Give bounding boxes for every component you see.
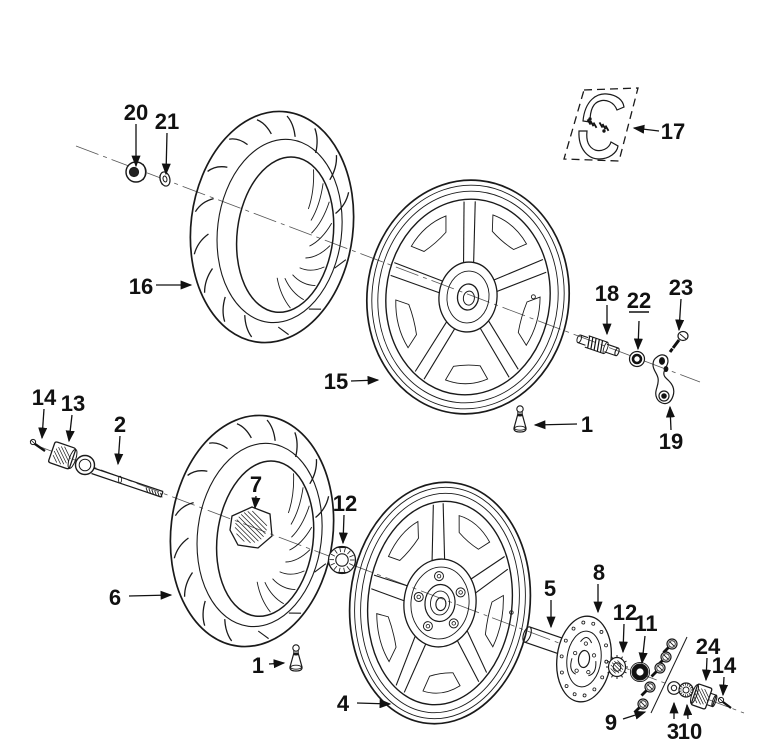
callout-arrow-12b xyxy=(618,623,628,654)
callout-4: 4 xyxy=(337,691,350,716)
callout-arrow-11 xyxy=(638,635,648,665)
callout-1a: 1 xyxy=(581,412,593,437)
callout-14a: 14 xyxy=(32,385,57,410)
callout-1b: 1 xyxy=(252,653,264,678)
callout-arrow-1a xyxy=(533,420,578,430)
callout-7: 7 xyxy=(250,472,262,497)
cotter-pin-right-drawing xyxy=(717,696,732,709)
brake-shoe-kit-drawing xyxy=(563,87,639,162)
callout-9: 9 xyxy=(605,710,617,735)
front-axle-drawing xyxy=(74,454,164,498)
plain-washer-drawing xyxy=(667,681,681,695)
callout-19: 19 xyxy=(659,429,683,454)
callout-arrow-19 xyxy=(665,405,675,431)
callout-17: 17 xyxy=(661,119,685,144)
callout-arrow-21 xyxy=(161,132,171,176)
rear-washer-drawing xyxy=(159,171,171,187)
callout-15: 15 xyxy=(324,369,348,394)
tire-valve-front-drawing xyxy=(289,644,303,672)
callout-23: 23 xyxy=(669,275,693,300)
callout-labels: 20 21 16 17 15 18 22 23 19 1 14 13 2 7 1… xyxy=(32,100,737,744)
rear-axle-nut-drawing xyxy=(125,161,147,183)
callout-arrow-24 xyxy=(701,657,712,682)
brake-adjuster-drawing xyxy=(576,334,620,357)
callout-16: 16 xyxy=(129,274,153,299)
callout-2: 2 xyxy=(114,412,126,437)
callout-12a: 12 xyxy=(333,491,357,516)
callout-arrow-9 xyxy=(622,710,647,720)
diagram-line-art xyxy=(29,87,732,725)
callout-arrow-4 xyxy=(356,699,392,709)
callout-arrow-6 xyxy=(128,590,173,600)
rear-wheel-drawing xyxy=(365,179,571,415)
front-axle-centerline xyxy=(29,442,745,714)
callout-arrow-1b xyxy=(268,659,286,669)
callout-arrows xyxy=(38,124,729,720)
brake-disc-drawing xyxy=(556,615,612,703)
callout-13: 13 xyxy=(61,391,85,416)
callout-arrow-12a xyxy=(338,514,348,545)
lock-nut-drawing xyxy=(678,682,694,698)
callout-5: 5 xyxy=(544,576,556,601)
callout-8: 8 xyxy=(593,560,605,585)
cotter-pin-left-drawing xyxy=(29,438,46,452)
callout-10: 10 xyxy=(678,719,702,744)
callout-arrow-10 xyxy=(683,703,693,720)
inner-tube-drawing xyxy=(229,506,273,549)
callout-14b: 14 xyxy=(712,653,737,678)
callout-arrow-23 xyxy=(675,298,685,332)
callout-arrow-22 xyxy=(633,320,643,351)
adjuster-nut-drawing xyxy=(628,350,646,368)
callout-20: 20 xyxy=(124,100,148,125)
callout-arrow-15 xyxy=(350,375,380,385)
callout-22: 22 xyxy=(627,288,651,313)
tire-valve-rear-drawing xyxy=(513,405,527,433)
callout-6: 6 xyxy=(109,585,121,610)
callout-arrow-13 xyxy=(65,414,75,443)
rear-tire-drawing xyxy=(189,110,355,344)
callout-arrow-17 xyxy=(632,124,660,134)
callout-arrow-14b xyxy=(719,676,729,697)
callout-3: 3 xyxy=(667,719,679,744)
splined-washer-drawing xyxy=(606,655,628,679)
callout-24: 24 xyxy=(696,634,721,659)
bearing-left-drawing xyxy=(327,545,357,575)
callout-21: 21 xyxy=(155,109,179,134)
axle-nut-drawing xyxy=(48,441,78,470)
callout-arrow-7 xyxy=(251,495,261,510)
callout-11: 11 xyxy=(634,611,657,636)
brake-arm-drawing xyxy=(652,354,675,405)
callout-arrow-2 xyxy=(114,435,124,466)
front-tire-drawing xyxy=(169,414,335,648)
disc-screw-set-drawing xyxy=(633,636,688,714)
callout-12b: 12 xyxy=(613,600,637,625)
callout-18: 18 xyxy=(595,281,619,306)
stopper-bolt-drawing xyxy=(668,330,689,353)
dust-seal-drawing xyxy=(629,661,651,683)
speedo-drive-drawing xyxy=(689,683,718,710)
front-wheel-drawing xyxy=(348,481,532,725)
rear-axle-centerline xyxy=(75,145,701,383)
callout-arrow-14a xyxy=(38,408,48,440)
